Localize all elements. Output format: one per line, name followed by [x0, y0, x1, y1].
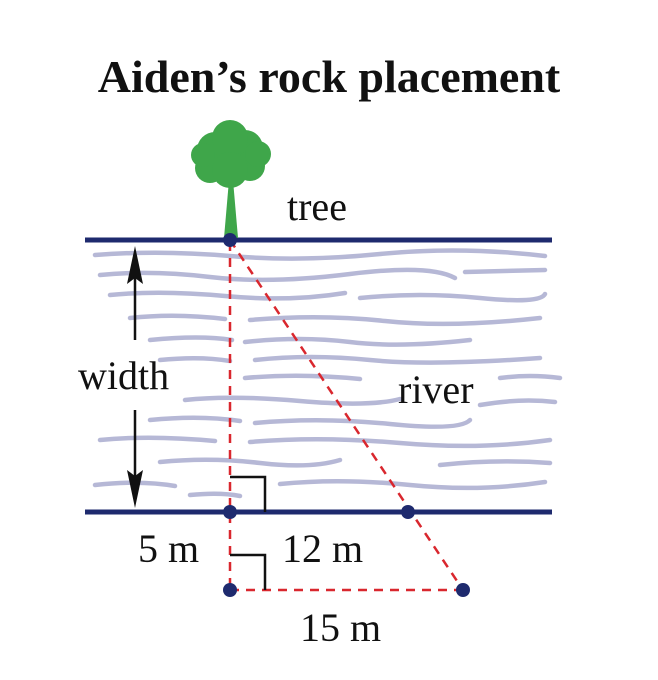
tree-canopy [191, 120, 271, 188]
tree-icon [191, 120, 271, 238]
width-arrow [127, 246, 143, 508]
tree-label: tree [287, 184, 347, 229]
mid-segment-label: 12 m [282, 526, 363, 571]
river-water [92, 248, 563, 499]
right-angle-marker-bank [230, 475, 267, 512]
dashed-triangles [228, 239, 465, 592]
bank-point-right [401, 505, 415, 519]
right-angle-marker-bottom [230, 553, 267, 590]
tree-trunk [224, 180, 238, 238]
long-leg-label: 15 m [300, 605, 381, 650]
river-label: river [398, 367, 474, 412]
tree-point [223, 233, 237, 247]
points [223, 233, 470, 597]
hypotenuse-dashed-line [228, 239, 465, 591]
arrow-down-icon [127, 470, 143, 508]
rock-point-right [456, 583, 470, 597]
bank-point-left [223, 505, 237, 519]
diagram-title: Aiden’s rock placement [98, 51, 561, 102]
arrow-up-icon [127, 246, 143, 284]
rock-point-left [223, 583, 237, 597]
short-leg-label: 5 m [138, 526, 199, 571]
width-label: width [78, 353, 169, 398]
